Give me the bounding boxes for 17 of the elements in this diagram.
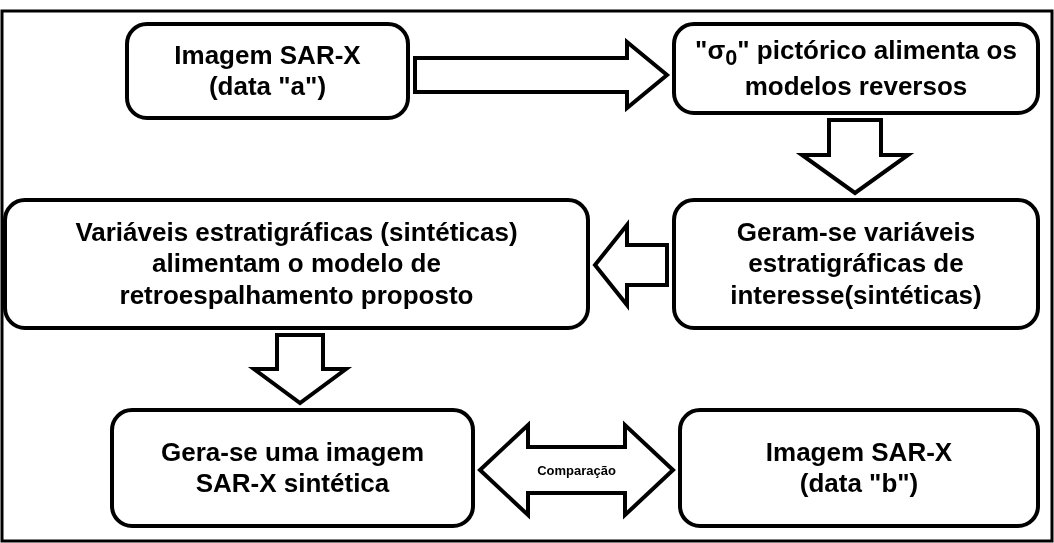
process-box <box>678 408 1040 528</box>
box-text: Geram-se variáveis estratigráficas de interesse(sintéticas) <box>729 217 983 311</box>
box-text: Gera-se uma imagem SAR-X sintética <box>160 436 425 500</box>
double-block-arrow <box>477 420 676 520</box>
box-text: Imagem SAR-X (data "b") <box>764 436 954 500</box>
box-text: Imagem SAR-X (data "a") <box>173 39 362 103</box>
process-box <box>672 198 1040 330</box>
block-arrow <box>413 37 671 113</box>
process-box <box>672 22 1040 115</box>
process-box <box>3 198 590 330</box>
box-text: Variáveis estratigráficas (sintéticas) alimentam o modelo de retroespalhamento proposto <box>74 217 519 311</box>
block-arrow <box>592 219 669 311</box>
block-arrow <box>247 333 353 406</box>
block-arrow <box>795 118 915 196</box>
process-box <box>125 22 410 120</box>
process-box <box>110 408 475 528</box>
box-text: "σ$_{0}$" pictórico alimenta os modelos reversos <box>694 34 1018 103</box>
